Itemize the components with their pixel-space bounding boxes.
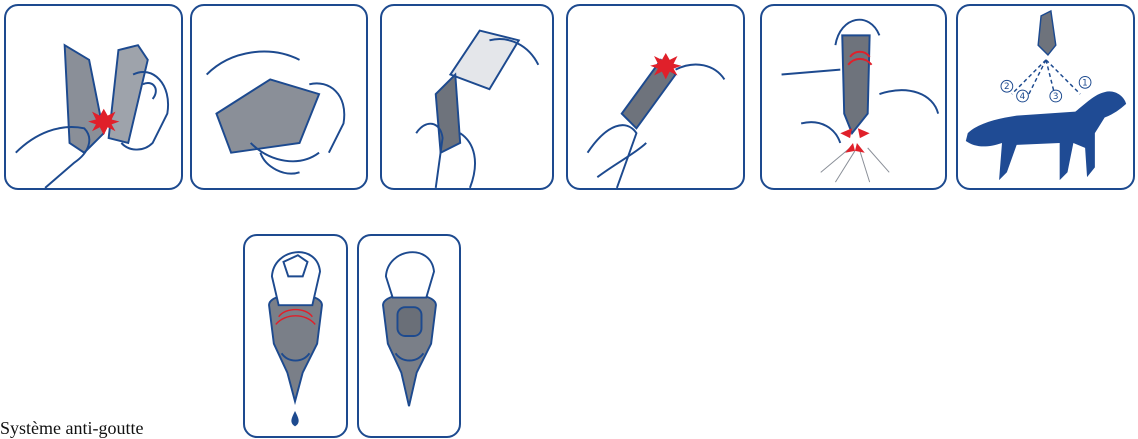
caption-anti-drip: Système anti-goutte xyxy=(0,418,143,439)
step-4-illustration xyxy=(568,6,743,188)
step-3-illustration xyxy=(382,6,552,188)
step-3-panel xyxy=(380,4,554,190)
svg-text:4: 4 xyxy=(1020,92,1026,102)
drop-icon xyxy=(291,411,298,426)
released-pipette-illustration xyxy=(359,236,459,436)
step-6-panel: 2 4 3 1 xyxy=(956,4,1135,190)
step-5-panel xyxy=(760,4,947,190)
step-1-panel xyxy=(4,4,183,190)
step-2-illustration xyxy=(192,6,366,188)
part-hair-arrows-icon xyxy=(840,128,869,152)
detail-panel-released xyxy=(357,234,461,438)
spot-label-icons: 2 4 3 1 xyxy=(1001,76,1091,101)
svg-text:2: 2 xyxy=(1004,82,1010,92)
step-6-illustration: 2 4 3 1 xyxy=(958,6,1133,188)
detail-panel-squeeze xyxy=(243,234,348,438)
step-5-illustration xyxy=(762,6,945,188)
svg-text:3: 3 xyxy=(1053,92,1059,102)
svg-text:1: 1 xyxy=(1082,78,1088,88)
step-4-panel xyxy=(566,4,745,190)
dog-silhouette-icon xyxy=(966,91,1126,180)
step-1-illustration xyxy=(6,6,181,188)
step-2-panel xyxy=(190,4,368,190)
squeeze-drop-illustration xyxy=(245,236,346,436)
